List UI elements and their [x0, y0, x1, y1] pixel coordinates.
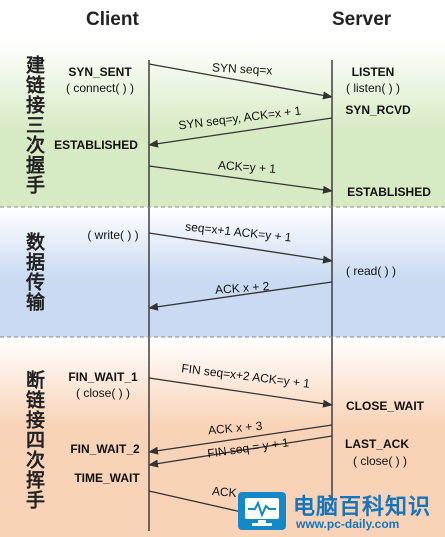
- watermark-brand: 电脑百科知识: [293, 495, 432, 520]
- client-state-fin-wait-1: FIN_WAIT_1: [68, 370, 138, 384]
- client-header: Client: [86, 9, 139, 30]
- client-state-established: ESTABLISHED: [54, 138, 138, 152]
- client-detail-connect: ( connect( ) ): [65, 81, 135, 95]
- server-state-syn-rcvd: SYN_RCVD: [345, 103, 411, 117]
- phase-title-handshake: 建链接三次握手: [23, 55, 45, 195]
- server-detail-listen: ( listen( ) ): [346, 81, 400, 95]
- watermark: 电脑百科知识 www.pc-daily.com: [238, 488, 443, 534]
- message-arrow-6: [148, 377, 333, 408]
- client-detail-write: ( write( ) ): [87, 228, 139, 242]
- server-detail-close: ( close( ) ): [353, 454, 407, 468]
- message-arrow-1: [148, 63, 333, 100]
- monitor-logo-icon: [238, 492, 286, 530]
- message-arrow-2: [148, 117, 333, 148]
- server-state-established: ESTABLISHED: [347, 185, 431, 199]
- server-header: Server: [332, 9, 392, 30]
- watermark-url: www.pc-daily.com: [296, 517, 400, 531]
- phase-title-teardown: 断链接四次挥手: [23, 370, 45, 510]
- handshake-band: [0, 41, 445, 207]
- client-detail-close: ( close( ) ): [76, 386, 130, 400]
- server-state-last-ack: LAST_ACK: [344, 437, 410, 451]
- message-arrow-9: [148, 490, 247, 514]
- client-state-syn-sent: SYN_SENT: [68, 65, 132, 79]
- message-arrow-5: [148, 281, 333, 311]
- teardown-band: [0, 337, 445, 537]
- server-state-close-wait: CLOSE_WAIT: [345, 399, 425, 413]
- message-label-final-ack: ACK: [211, 483, 238, 501]
- message-arrow-8: [148, 435, 333, 468]
- server-detail-read: ( read( ) ): [345, 264, 397, 278]
- message-arrow-7: [148, 424, 333, 455]
- client-state-fin-wait-2: FIN_WAIT_2: [70, 442, 140, 456]
- message-arrow-4: [148, 232, 333, 264]
- phase-title-data-transfer: 数据传输: [23, 232, 45, 312]
- data-transfer-band: [0, 207, 445, 337]
- client-state-time-wait: TIME_WAIT: [74, 471, 140, 485]
- message-arrow-3: [148, 165, 333, 194]
- server-state-listen: LISTEN: [351, 65, 395, 79]
